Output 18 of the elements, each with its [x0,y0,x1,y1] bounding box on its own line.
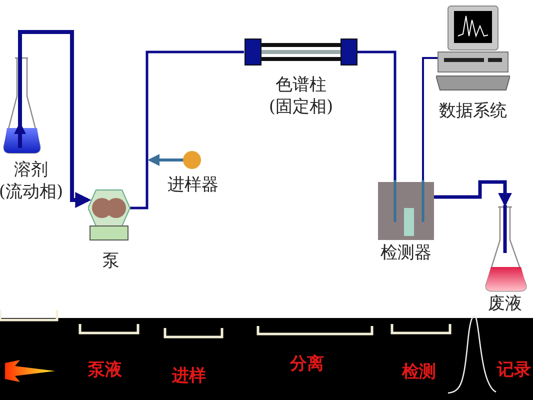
pipe-line [422,57,438,181]
node-label: 溶剂(流动相) [0,159,64,203]
arrow [148,154,185,166]
node-label: 废液 [487,293,523,315]
node-label: 进样器 [166,174,220,196]
pipe-line [357,50,396,181]
step-label: 进样 [172,365,206,387]
node-label: 检测器 [380,242,432,264]
step-label: 记录 [497,359,531,381]
step-label: 泵液 [88,359,122,381]
arrow [434,180,512,207]
node-label: 数据系统 [438,100,508,122]
arrow [18,30,92,208]
step-label: 分离 [290,353,324,375]
step-label: 检测 [402,361,436,383]
node-label: 泵 [102,250,120,272]
pipe-line [130,50,244,210]
node-label: 色谱柱(固定相) [268,74,334,118]
